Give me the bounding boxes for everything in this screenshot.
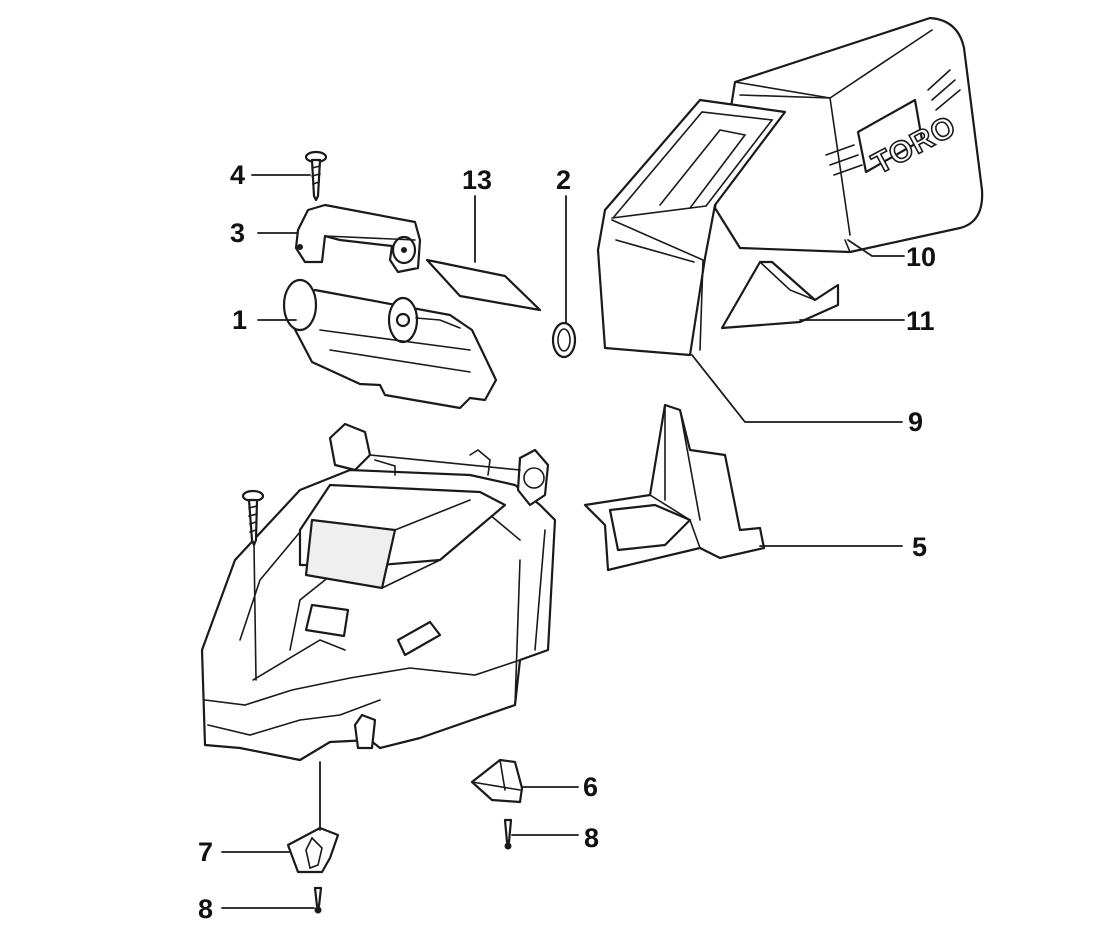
rear-axle-housing [282,278,498,410]
callout-10: 10 [906,242,936,272]
callout-9: 9 [908,407,923,437]
mower-deck-housing [200,422,557,762]
long-screw [241,489,265,681]
pin-right [503,818,513,850]
callout-4: 4 [230,160,245,190]
grass-catcher-bag: TORO [713,16,984,254]
callout-8-right: 8 [584,823,599,853]
bag-clip [720,260,840,330]
callout-11: 11 [906,306,935,336]
pin-left [313,886,323,914]
handle-bracket [294,203,422,274]
callout-2: 2 [556,165,571,195]
bag-frame [596,98,787,357]
callout-7: 7 [198,837,213,867]
callout-5: 5 [912,532,927,562]
callout-labels: 1 2 3 4 5 6 7 8 8 9 10 11 13 [198,160,936,924]
callout-1: 1 [232,305,247,335]
screw-top [304,150,328,202]
wheel-cover [286,826,340,874]
leader-lines [221,174,905,909]
small-deflector [470,758,524,804]
callout-13: 13 [462,165,492,195]
label-sticker [425,258,542,312]
discharge-deflector [583,403,766,572]
callout-3: 3 [230,218,245,248]
callout-8-left: 8 [198,894,213,924]
callout-6: 6 [583,772,598,802]
bushing-ring [551,321,577,359]
